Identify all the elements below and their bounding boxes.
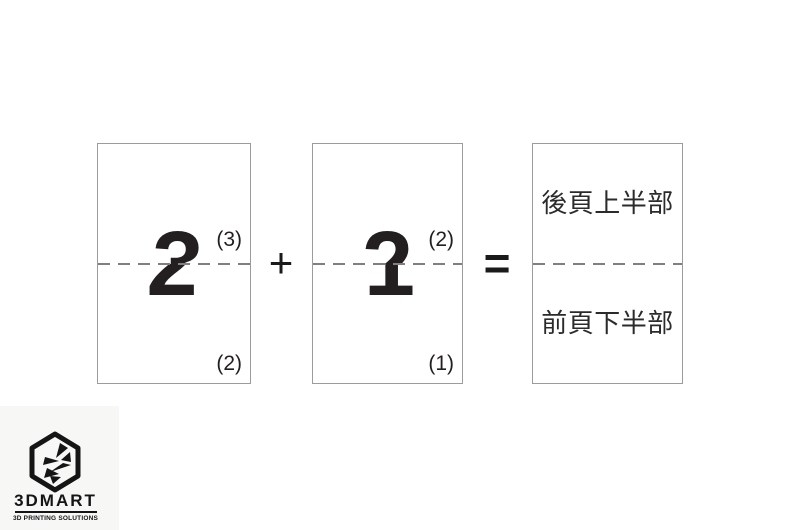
hexagon-gem-icon xyxy=(29,431,81,493)
result-bottom-half-text: 前頁下半部 xyxy=(541,309,674,339)
brand-text-block: 3DMART 3D PRINTING SOLUTIONS xyxy=(8,492,103,523)
page-number-bottom-label: (1) xyxy=(428,352,454,375)
digit-bottom-half-text: 2 xyxy=(139,264,207,297)
page-number-top-label: (3) xyxy=(216,228,242,251)
brand-logo: 3DMART 3D PRINTING SOLUTIONS xyxy=(0,406,119,530)
digit-bottom-half: 1 xyxy=(353,264,423,297)
digit-top-half: 2 xyxy=(353,231,423,264)
page-card-1: 3 2 (3) (2) xyxy=(97,143,251,384)
hybrid-digit-3over2: 3 2 xyxy=(139,231,209,297)
brand-tagline: 3D PRINTING SOLUTIONS xyxy=(12,515,99,522)
digit-bottom-half-text: 1 xyxy=(355,264,423,297)
brand-underline xyxy=(14,511,97,513)
page-card-2: 2 1 (2) (1) xyxy=(312,143,463,384)
fold-dash-line xyxy=(98,263,250,265)
result-card: 後頁上半部 前頁下半部 xyxy=(532,143,683,384)
result-top-half-text: 後頁上半部 xyxy=(541,189,674,219)
digit-top-half: 3 xyxy=(139,231,209,264)
equals-operator: = xyxy=(483,237,511,289)
hybrid-digit-2over1: 2 1 xyxy=(353,231,423,297)
fold-dash-line xyxy=(533,263,682,265)
fold-dash-line xyxy=(313,263,462,265)
digit-bottom-half: 2 xyxy=(139,264,209,297)
page-number-top-label: (2) xyxy=(428,228,454,251)
plus-operator: + xyxy=(268,239,294,286)
page-number-bottom-label: (2) xyxy=(216,352,242,375)
brand-name: 3DMART xyxy=(14,491,97,510)
digit-top-half-text: 2 xyxy=(353,231,423,264)
digit-top-half-text: 3 xyxy=(143,231,209,264)
